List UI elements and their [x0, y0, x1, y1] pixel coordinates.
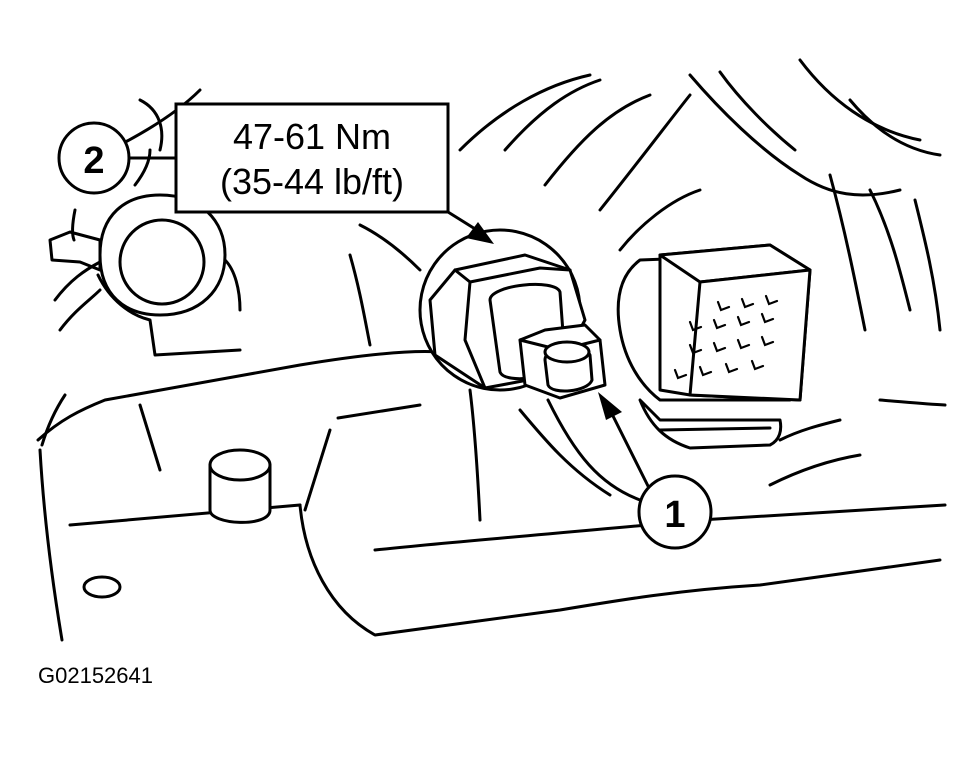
callout-1-circle [637, 474, 713, 550]
callout-2: 2 [57, 121, 178, 195]
case-upper-lines [108, 58, 947, 487]
arrowhead-1 [598, 392, 622, 420]
transmission-housing [36, 223, 947, 642]
connector-pins [673, 294, 779, 380]
callout-1-number: 1 [664, 494, 685, 536]
torque-metric: 47-61 Nm [233, 116, 391, 157]
electrical-connector [616, 243, 812, 450]
callout-1: 1 [598, 392, 713, 550]
sensor-assembly [418, 228, 607, 400]
torque-imperial: (35-44 lb/ft) [220, 161, 404, 202]
mounting-boss [48, 193, 242, 357]
arrowhead-2 [466, 222, 494, 244]
torque-spec-box [174, 102, 450, 214]
callout-2-number: 2 [83, 140, 104, 182]
drain-hole [82, 575, 122, 599]
torque-spec-label: 47-61 Nm (35-44 lb/ft) [174, 102, 494, 244]
dowel-post [208, 448, 272, 524]
figure-id: G02152641 [38, 663, 153, 688]
